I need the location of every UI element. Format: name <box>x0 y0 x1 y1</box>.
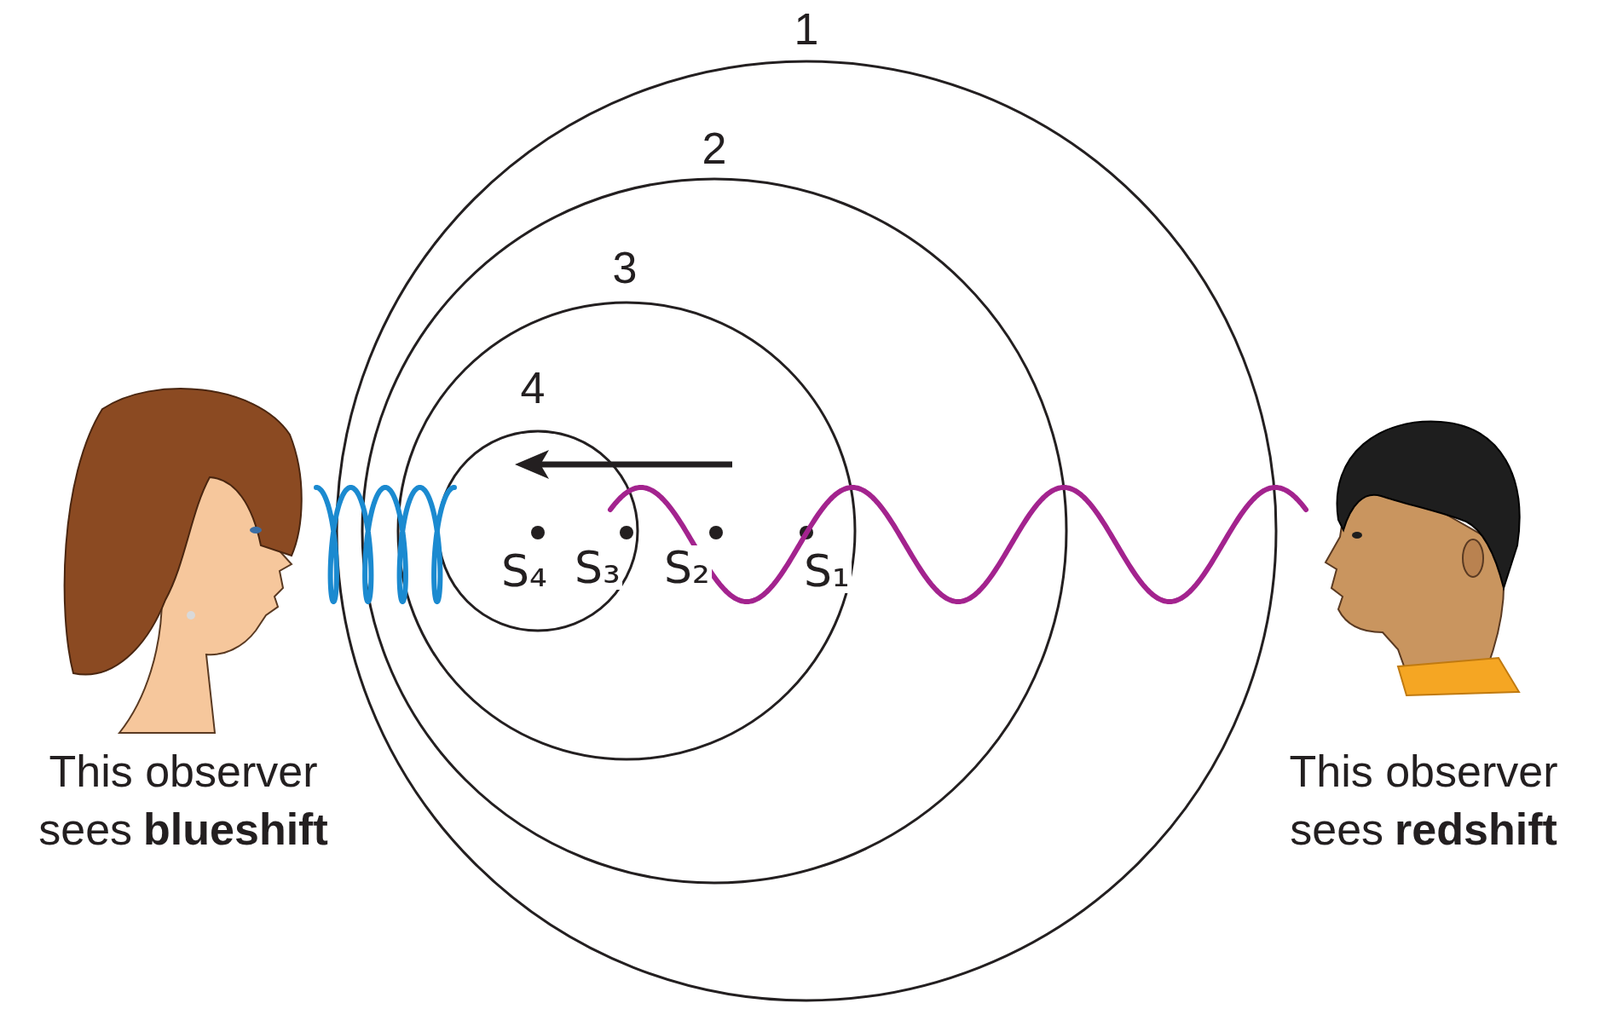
motion-arrow-shaft <box>535 462 733 468</box>
observer-caption: This observer seesblueshift <box>12 743 354 859</box>
source-position: S₂ <box>662 545 712 590</box>
man-eye <box>1351 531 1363 539</box>
woman-hair <box>64 388 302 676</box>
man-ear <box>1462 539 1484 578</box>
wavefront-number: 3 <box>612 245 638 290</box>
wavefront-number: 1 <box>794 6 820 52</box>
blueshift-wave <box>316 487 455 602</box>
source-dot <box>531 525 545 540</box>
man-hair <box>1337 421 1520 589</box>
wavefront-circle <box>398 302 855 760</box>
redshift-wave <box>610 487 1306 602</box>
source-dot <box>619 525 634 540</box>
man-collar <box>1397 658 1520 696</box>
source-position: S₄ <box>499 548 549 594</box>
shift-type: redshift <box>1394 804 1558 855</box>
observer-caption: This observer seesredshift <box>1253 743 1595 859</box>
woman-earring <box>186 611 196 620</box>
source-dot <box>709 525 723 540</box>
source-position: S₃ <box>572 545 623 590</box>
shift-type: blueshift <box>143 804 329 855</box>
motion-arrow-head <box>514 450 549 480</box>
wavefront-number: 4 <box>520 365 546 411</box>
wavefront-circle <box>362 179 1067 884</box>
woman-eye <box>249 526 262 534</box>
wavefront-circle <box>438 431 638 631</box>
source-position: S₁ <box>802 548 852 594</box>
wavefront-number: 2 <box>702 126 728 171</box>
